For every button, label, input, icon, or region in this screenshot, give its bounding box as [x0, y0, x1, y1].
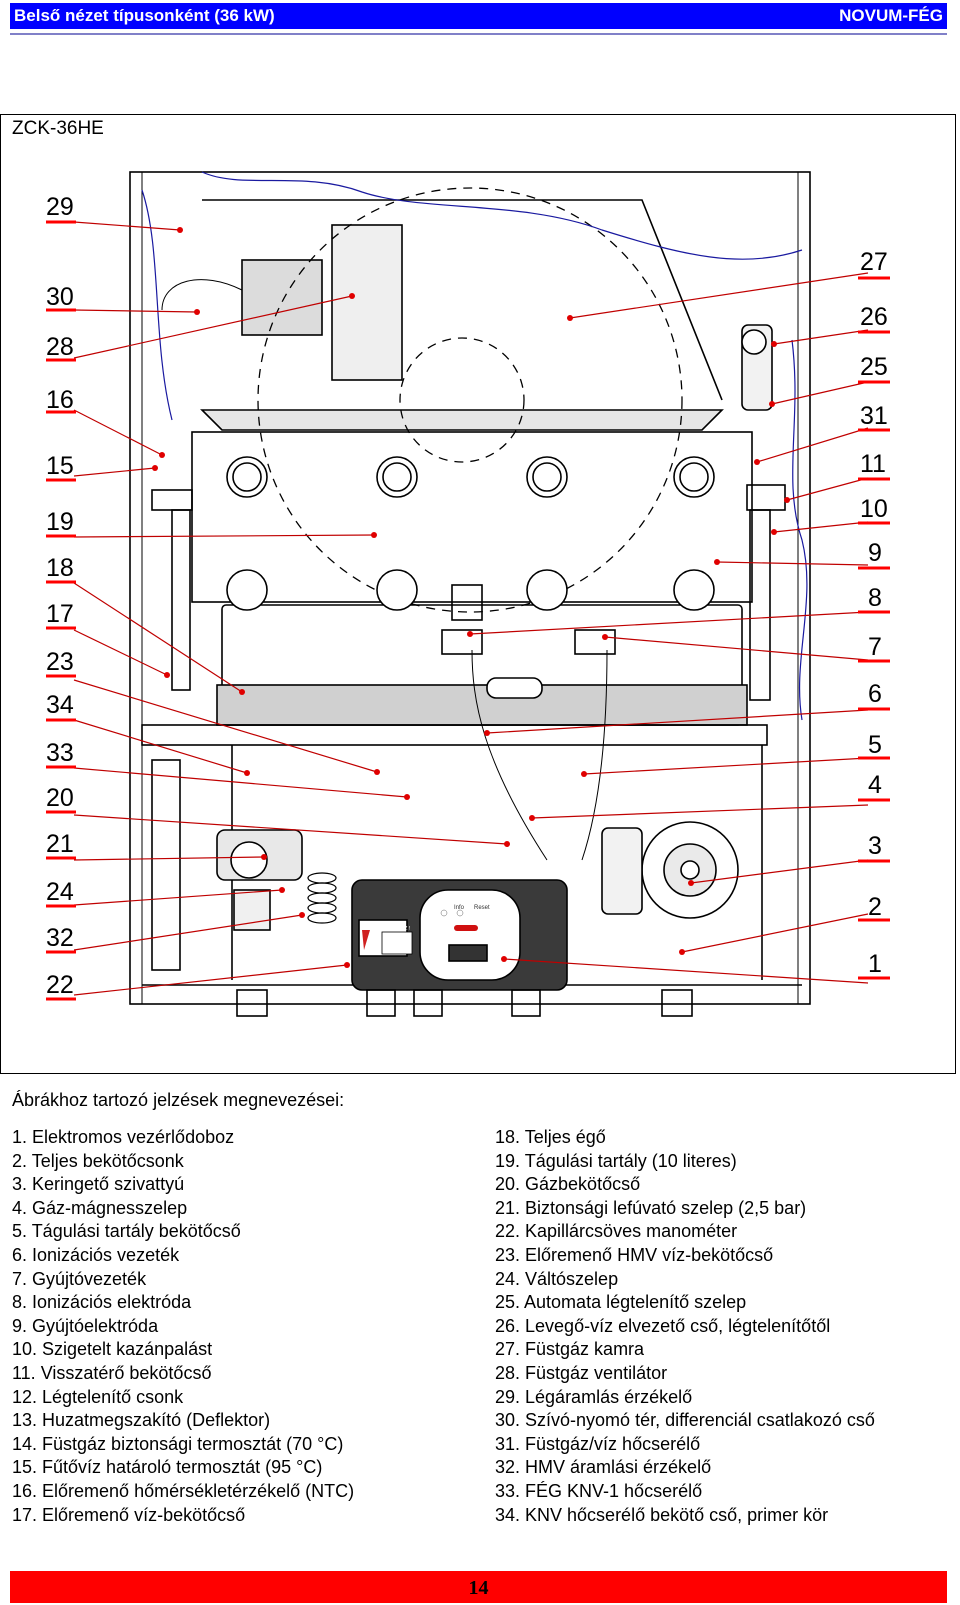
- callout-32: 32: [46, 924, 74, 952]
- callout-10: 10: [860, 495, 888, 523]
- callout-21: 21: [46, 830, 74, 858]
- right-callout-underlines: [858, 276, 890, 980]
- callout-23: 23: [46, 648, 74, 676]
- legend-item: 28. Füstgáz ventilátor: [495, 1362, 668, 1383]
- legend-item: 12. Légtelenítő csonk: [12, 1386, 184, 1407]
- legend-item: 22. Kapillárcsöves manométer: [495, 1221, 738, 1242]
- callout-27: 27: [860, 248, 888, 276]
- brand-name: NOVUM-FÉG: [839, 6, 943, 25]
- callout-30: 30: [46, 283, 74, 311]
- callout-33: 33: [46, 739, 74, 767]
- callout-29: 29: [46, 193, 74, 221]
- legend-item: 13. Huzatmegszakító (Deflektor): [12, 1410, 271, 1431]
- figure-frame: [0, 114, 956, 1074]
- callout-22: 22: [46, 971, 74, 999]
- legend-item: 29. Légáramlás érzékelő: [495, 1386, 693, 1407]
- legend-item: 34. KNV hőcserélő bekötő cső, primer kör: [495, 1504, 829, 1525]
- legend-item: 27. Füstgáz kamra: [495, 1339, 645, 1360]
- legend-title: Ábrákhoz tartozó jelzések megnevezései:: [12, 1090, 345, 1110]
- callout-18: 18: [46, 554, 74, 582]
- legend-item: 24. Váltószelep: [495, 1268, 619, 1289]
- callout-16: 16: [46, 386, 74, 414]
- header-divider: [10, 33, 947, 35]
- callout-4: 4: [868, 771, 882, 799]
- panel-label-info: Info: [454, 905, 465, 911]
- legend-item: 18. Teljes égő: [495, 1127, 606, 1147]
- legend-item: 2. Teljes bekötőcsonk: [12, 1150, 184, 1171]
- legend-item: 33. FÉG KNV-1 hőcserélő: [495, 1480, 703, 1501]
- legend-item: 6. Ionizációs vezeték: [12, 1244, 180, 1265]
- callout-24: 24: [46, 878, 74, 906]
- legend-item: 8. Ionizációs elektróda: [12, 1292, 192, 1313]
- legend-item: 17. Előremenő víz-bekötőcső: [12, 1504, 246, 1525]
- legend-item: 4. Gáz-mágnesszelep: [12, 1197, 188, 1218]
- callout-3: 3: [868, 832, 882, 860]
- callout-15: 15: [46, 452, 74, 480]
- legend-item: 14. Füstgáz biztonsági termosztát (70 °C…: [12, 1433, 344, 1454]
- legend-item: 10. Szigetelt kazánpalást: [12, 1339, 213, 1360]
- callout-25: 25: [860, 353, 888, 381]
- callout-26: 26: [860, 303, 888, 331]
- callout-2: 2: [868, 893, 882, 921]
- boiler-diagram: VIGYÁZZ ! Info Reset: [46, 171, 890, 1017]
- legend-item: 5. Tágulási tartály bekötőcső: [12, 1221, 241, 1242]
- panel-label-reset: Reset: [474, 905, 490, 911]
- legend-item: 11. Visszatérő bekötőcső: [12, 1362, 212, 1383]
- page-heading: Belső nézet típusonként (36 kW): [14, 6, 275, 25]
- callout-8: 8: [868, 584, 882, 612]
- footer-bar: 14: [10, 1571, 947, 1603]
- callout-28: 28: [46, 333, 74, 361]
- callout-9: 9: [868, 539, 882, 567]
- legend-item: 26. Levegő-víz elvezető cső, légtelenítő…: [495, 1315, 831, 1336]
- legend-item: 25. Automata légtelenítő szelep: [495, 1292, 747, 1313]
- model-label: ZCK-36HE: [12, 118, 104, 139]
- legend-item: 20. Gázbekötőcső: [495, 1174, 641, 1195]
- legend-item: 9. Gyújtóelektróda: [12, 1315, 159, 1336]
- header-bar: Belső nézet típusonként (36 kW) NOVUM-FÉ…: [10, 3, 947, 29]
- callout-34: 34: [46, 691, 74, 719]
- callout-7: 7: [868, 633, 882, 661]
- callout-1: 1: [868, 950, 882, 978]
- warning-sticker-title: VIGYÁZZ !: [386, 925, 410, 932]
- callout-6: 6: [868, 680, 882, 708]
- legend-left-column: 1. Elektromos vezérlődoboz 2. Teljes bek…: [12, 1126, 354, 1527]
- legend-item: 3. Keringető szivattyú: [12, 1174, 185, 1195]
- left-callout-underlines: [46, 220, 76, 1001]
- legend-item: 21. Biztonsági lefúvató szelep (2,5 bar): [495, 1197, 807, 1218]
- page-number: 14: [468, 1577, 489, 1599]
- legend-item: 7. Gyújtóvezeték: [12, 1268, 147, 1289]
- legend-item: 30. Szívó-nyomó tér, differenciál csatla…: [495, 1410, 875, 1431]
- left-callouts: 29 30 28 16 15 19 18 17 23 34 33 20 21 2…: [46, 193, 74, 999]
- legend-item: 32. HMV áramlási érzékelő: [495, 1457, 712, 1478]
- legend-item: 15. Fűtővíz határoló termosztát (95 °C): [12, 1457, 323, 1478]
- legend-item: 31. Füstgáz/víz hőcserélő: [495, 1433, 701, 1454]
- legend-item: 23. Előremenő HMV víz-bekötőcső: [495, 1244, 774, 1265]
- callout-17: 17: [46, 600, 74, 628]
- legend-item: 1. Elektromos vezérlődoboz: [12, 1127, 235, 1147]
- callout-5: 5: [868, 731, 882, 759]
- right-callouts: 27 26 25 31 11 10 9 8 7 6 5 4 3 2 1: [860, 248, 888, 978]
- callout-20: 20: [46, 784, 74, 812]
- legend-right-column: 18. Teljes égő 19. Tágulási tartály (10 …: [495, 1126, 875, 1527]
- legend-item: 19. Tágulási tartály (10 literes): [495, 1150, 737, 1171]
- callout-31: 31: [860, 402, 888, 430]
- legend-item: 16. Előremenő hőmérsékletérzékelő (NTC): [12, 1480, 355, 1501]
- callout-11: 11: [860, 450, 886, 478]
- callout-19: 19: [46, 508, 74, 536]
